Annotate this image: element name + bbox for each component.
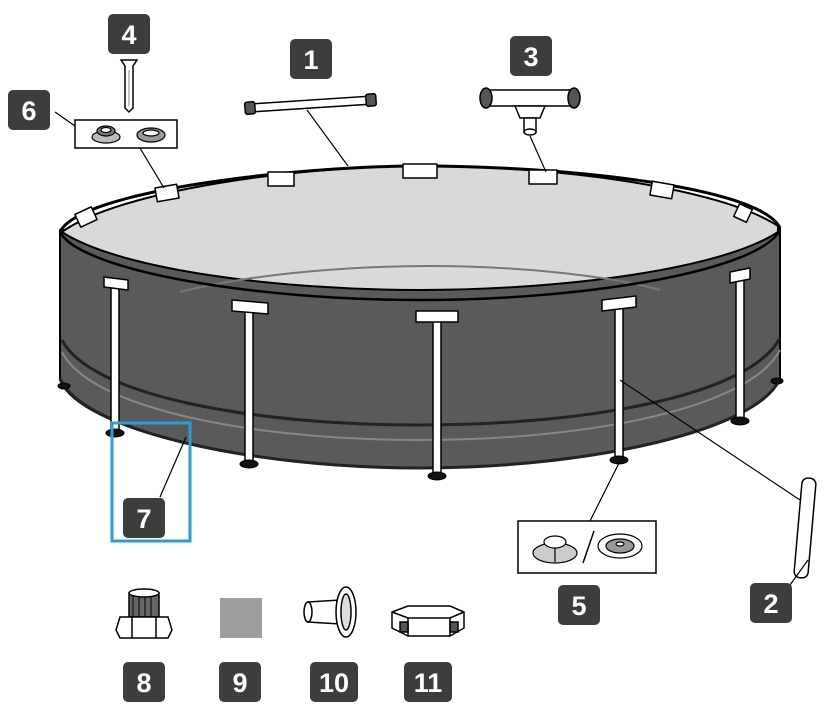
svg-text:11: 11 — [414, 668, 443, 698]
badge-7: 7 — [123, 498, 165, 538]
leg-seal-icon — [136, 127, 166, 143]
leg-cap-box — [74, 119, 178, 149]
badge-6: 6 — [8, 90, 50, 130]
hose-cap-icon — [391, 605, 465, 637]
svg-text:1: 1 — [303, 45, 318, 75]
leader-line-1 — [306, 109, 349, 167]
plunger-valve-icon — [303, 586, 357, 638]
badge-8: 8 — [123, 662, 165, 702]
svg-text:4: 4 — [121, 20, 136, 50]
leader-line-2 — [619, 379, 801, 501]
leader-line-5 — [589, 462, 620, 522]
svg-text:5: 5 — [571, 591, 586, 621]
badge-9: 9 — [219, 662, 261, 702]
svg-text:10: 10 — [319, 668, 349, 698]
leader-line-3 — [529, 135, 547, 173]
liner-highlight-box — [110, 421, 192, 543]
leg-cap-icon — [91, 125, 121, 144]
svg-text:6: 6 — [21, 96, 36, 126]
svg-text:3: 3 — [523, 42, 538, 72]
badge-5: 5 — [558, 585, 600, 625]
vertical-leg-icon — [793, 477, 817, 579]
part-badges: 1 2 3 4 5 6 7 8 — [8, 14, 792, 702]
badge-4: 4 — [108, 14, 150, 54]
horizontal-beam-icon — [243, 93, 378, 115]
badge-11: 11 — [404, 662, 452, 702]
leg-cap-icon — [532, 535, 578, 564]
leg-seal-icon — [597, 533, 643, 559]
strainer-connector-icon — [115, 588, 173, 639]
svg-text:9: 9 — [232, 668, 247, 698]
joint-pin-icon — [119, 59, 139, 114]
svg-text:7: 7 — [136, 504, 151, 534]
repair-patch-icon — [220, 598, 262, 638]
leader-line-7 — [159, 436, 187, 498]
badge-1: 1 — [290, 39, 332, 79]
pool-wall-band — [60, 337, 782, 427]
t-joint-icon — [479, 87, 581, 136]
badge-3: 3 — [510, 36, 552, 76]
svg-text:2: 2 — [763, 589, 778, 619]
pool-water-surface — [179, 265, 661, 293]
svg-text:8: 8 — [136, 668, 151, 698]
base-cap-box — [517, 520, 657, 574]
badge-10: 10 — [310, 662, 358, 702]
badge-2: 2 — [750, 583, 792, 623]
pool-illustration — [57, 163, 784, 481]
leader-line-6 — [54, 111, 76, 127]
